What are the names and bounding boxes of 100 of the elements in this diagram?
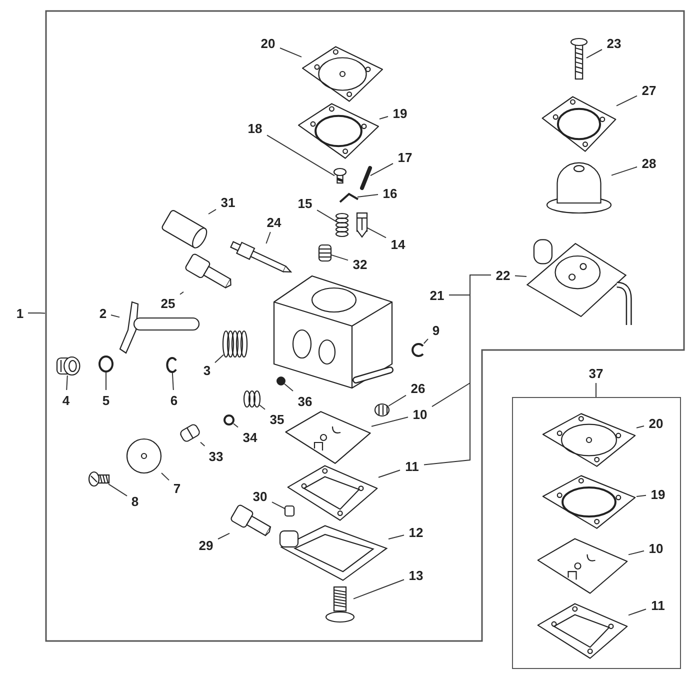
leader-line bbox=[586, 49, 602, 58]
leader-line bbox=[357, 194, 378, 198]
strainer-drawing bbox=[374, 402, 390, 418]
callout-number: 12 bbox=[406, 524, 426, 540]
callout-number: 14 bbox=[388, 236, 408, 252]
spring-drawing bbox=[222, 330, 248, 358]
callout-number: 30 bbox=[250, 488, 270, 504]
callout-number: 19 bbox=[648, 486, 668, 502]
leader-line bbox=[611, 166, 638, 176]
leader-line bbox=[172, 372, 174, 390]
gasket-drawing bbox=[540, 474, 638, 530]
gasket-drawing bbox=[535, 537, 630, 595]
leader-line bbox=[208, 208, 216, 214]
leader-line bbox=[233, 423, 238, 428]
callout-number: 19 bbox=[390, 105, 410, 121]
leader-line bbox=[424, 294, 470, 466]
callout-number: 1 bbox=[14, 305, 26, 321]
leader-line bbox=[108, 484, 128, 496]
leader-line bbox=[366, 226, 386, 238]
gasket-drawing bbox=[535, 602, 630, 660]
leader-line bbox=[388, 394, 406, 406]
callout-number: 37 bbox=[586, 365, 606, 381]
callout-number: 36 bbox=[295, 393, 315, 409]
leader-line bbox=[266, 232, 271, 244]
callout-number: 34 bbox=[240, 429, 260, 445]
callout-number: 15 bbox=[295, 195, 315, 211]
callout-number: 22 bbox=[493, 267, 513, 283]
callout-number: 4 bbox=[60, 392, 72, 408]
cover-drawing bbox=[278, 524, 390, 582]
gasket-drawing bbox=[540, 95, 618, 153]
leader-line bbox=[214, 354, 224, 364]
leader-line bbox=[259, 404, 266, 410]
callout-number: 31 bbox=[218, 194, 238, 210]
screw-drawing bbox=[318, 244, 332, 262]
leader-line bbox=[636, 426, 644, 428]
leader-line bbox=[280, 48, 302, 58]
leader-line bbox=[272, 502, 286, 510]
gasket-drawing bbox=[296, 102, 381, 160]
callout-number: 11 bbox=[402, 458, 422, 474]
circlip-drawing bbox=[165, 356, 179, 374]
gasket-drawing bbox=[283, 410, 373, 465]
leader-line bbox=[353, 579, 404, 600]
callout-number: 6 bbox=[168, 392, 180, 408]
leader-line bbox=[628, 608, 646, 616]
leader-line bbox=[284, 383, 294, 392]
callout-number: 23 bbox=[604, 35, 624, 51]
callout-number: 33 bbox=[206, 448, 226, 464]
callout-number: 24 bbox=[264, 214, 284, 230]
gasket-drawing bbox=[285, 464, 380, 522]
callout-number: 35 bbox=[267, 411, 287, 427]
callout-number: 16 bbox=[380, 185, 400, 201]
disc-drawing bbox=[125, 437, 163, 475]
callout-number: 7 bbox=[171, 480, 183, 496]
callout-number: 2 bbox=[97, 305, 109, 321]
circlip-drawing bbox=[410, 342, 426, 358]
leader-line bbox=[316, 210, 337, 222]
leader-line bbox=[266, 134, 335, 176]
spring-drawing bbox=[243, 390, 261, 408]
leader-line bbox=[628, 550, 644, 556]
valve-drawing bbox=[356, 212, 368, 238]
leader-line bbox=[388, 534, 404, 540]
leader-line bbox=[378, 470, 400, 478]
leader-line bbox=[423, 338, 428, 344]
callout-number: 13 bbox=[406, 567, 426, 583]
screw-drawing bbox=[325, 585, 355, 623]
pin-drawing bbox=[284, 505, 295, 517]
ball-drawing bbox=[276, 376, 286, 386]
pin-drawing bbox=[360, 166, 372, 190]
callout-number: 3 bbox=[201, 362, 213, 378]
diaphragm-drawing bbox=[300, 45, 385, 103]
leader-line bbox=[636, 494, 646, 497]
callout-number: 17 bbox=[395, 149, 415, 165]
callout-number: 5 bbox=[100, 392, 112, 408]
callout-number: 18 bbox=[245, 120, 265, 136]
callout-number: 29 bbox=[196, 537, 216, 553]
leader-line bbox=[200, 442, 206, 446]
callout-number: 11 bbox=[648, 597, 668, 613]
leader-line bbox=[371, 416, 408, 427]
leader-line bbox=[370, 163, 394, 176]
leader-line bbox=[616, 95, 638, 106]
callout-number: 10 bbox=[646, 540, 666, 556]
callout-number: 27 bbox=[639, 82, 659, 98]
leader-line bbox=[379, 116, 388, 120]
callout-number: 9 bbox=[430, 322, 442, 338]
spring-drawing bbox=[335, 213, 349, 237]
leader-line bbox=[180, 291, 184, 295]
callout-number: 21 bbox=[427, 287, 447, 303]
ring-drawing bbox=[223, 414, 235, 426]
callout-number: 25 bbox=[158, 295, 178, 311]
leader-line bbox=[218, 532, 230, 540]
leader-line bbox=[110, 314, 120, 318]
callout-number: 8 bbox=[129, 493, 141, 509]
ring-drawing bbox=[98, 355, 114, 373]
callout-number: 28 bbox=[639, 155, 659, 171]
leader-line bbox=[514, 275, 527, 277]
bushing-drawing bbox=[55, 355, 81, 377]
leader-line bbox=[66, 375, 68, 390]
leader-line bbox=[161, 472, 170, 481]
callout-number: 20 bbox=[258, 35, 278, 51]
callout-number: 20 bbox=[646, 415, 666, 431]
